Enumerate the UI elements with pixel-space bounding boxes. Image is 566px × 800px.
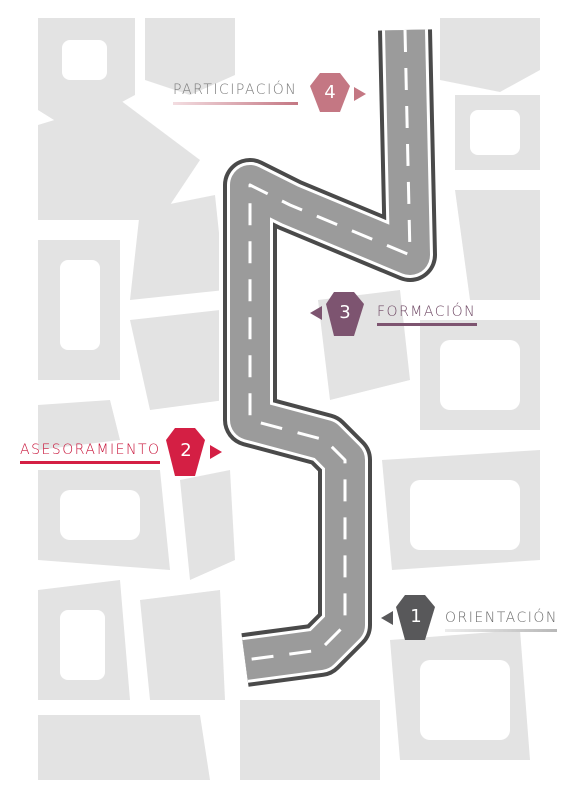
hexagon-icon: [310, 73, 350, 112]
step-underline: [173, 102, 298, 105]
step-label: FORMACIÓN: [377, 304, 477, 320]
step-underline: [445, 629, 557, 632]
step-underline: [377, 323, 477, 326]
step-label: ASESORAMIENTO: [20, 442, 161, 458]
step-number: 1: [410, 606, 422, 627]
map-block-holes: [60, 40, 520, 740]
step-number: 4: [324, 82, 336, 103]
hexagon-icon: [396, 595, 435, 640]
step-number: 2: [180, 440, 192, 461]
step-label: PARTICIPACIÓN: [173, 82, 298, 98]
step-label: ORIENTACIÓN: [445, 610, 558, 626]
triangle-arrow-icon: [354, 87, 366, 101]
hexagon-icon: [166, 428, 205, 476]
step-underline: [20, 461, 160, 464]
hexagon-icon: [326, 292, 364, 336]
lane-markings: [244, 29, 412, 662]
triangle-arrow-icon: [310, 306, 322, 320]
step-number: 3: [339, 302, 351, 323]
triangle-arrow-icon: [381, 611, 393, 625]
triangle-arrow-icon: [210, 445, 222, 459]
